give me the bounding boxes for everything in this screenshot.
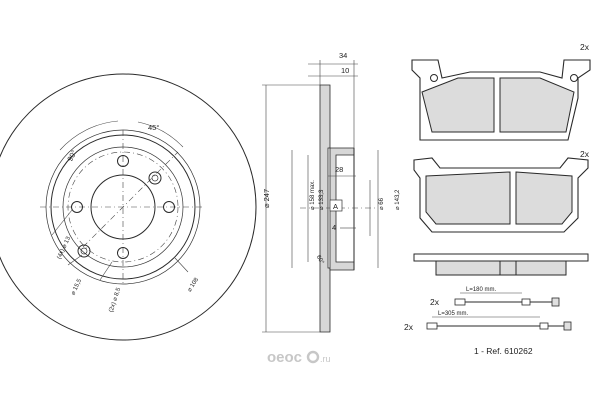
bolt-hole-bottom — [117, 247, 129, 259]
bolt-hole-top — [117, 155, 129, 167]
label-width-hub: 10 — [341, 66, 349, 75]
pad-top-friction-right — [499, 77, 575, 133]
label-width-total: 34 — [339, 51, 347, 60]
label-diameter-pcd: ⌀ 143,2 — [395, 189, 401, 210]
label-hole-dia: ⌀ 15,5 — [71, 278, 84, 297]
label-thickness-min: 4 — [332, 223, 336, 232]
wear-sensor-1: 2x L=180 mm. — [430, 287, 560, 307]
sensor2-clip — [539, 322, 549, 330]
locator-hole-lower-inner — [80, 247, 88, 255]
section-marker-box — [329, 199, 343, 212]
bolt-hole-left — [71, 201, 83, 213]
watermark-logo: oeoc .ru — [267, 349, 331, 366]
sensor2-plug — [426, 322, 438, 330]
brake-pad-bottom: 2x — [413, 149, 590, 233]
label-sensor2-length: L=305 mm. — [438, 311, 469, 317]
label-angle-45: 45° — [148, 123, 159, 132]
leader-outer-dia — [174, 257, 189, 273]
sensor2-tip — [563, 321, 572, 331]
wear-sensor-2: 2x L=305 mm. — [404, 311, 572, 332]
brake-pad-top: 2x — [411, 42, 591, 141]
disc-front-view: 45° 90° (4x) ⌀ 13 ⌀ 15,5 (2x) ⌀ 8,5 ⌀ 10… — [0, 73, 257, 341]
watermark-domain: .ru — [320, 354, 331, 364]
locator-hole-upper — [148, 171, 162, 185]
label-outer-dia: ⌀ 108 — [187, 276, 201, 293]
label-diameter-hat: ⌀ 133,3 — [319, 189, 325, 210]
leader-locator — [99, 261, 113, 281]
watermark-brand: oeoc — [267, 349, 302, 366]
bolt-hole-right — [163, 201, 175, 213]
pad-top-ear-left-hole — [430, 74, 438, 82]
disc-section-view: 34 10 28 ⌀ 247 ⌀ 158 max. ⌀ 133,3 ⌀ 66 ⌀… — [262, 51, 401, 333]
pad-bottom-friction-left — [425, 171, 511, 225]
label-sensor1-length: L=180 mm. — [466, 287, 497, 293]
pad-top-friction-left — [421, 77, 495, 133]
label-reference: 1 - Ref. 610262 — [474, 346, 533, 356]
sensor1-plug — [454, 298, 466, 306]
sensor1-clip — [521, 298, 531, 306]
label-hub-depth: 28 — [335, 165, 343, 174]
brake-pad-side-view — [413, 253, 589, 276]
label-angle-90: 90° — [65, 149, 78, 163]
leader-hole-dia — [67, 254, 83, 266]
label-pad-top-qty: 2x — [580, 42, 590, 52]
pad-side-friction-block — [435, 260, 567, 276]
label-diameter-center: ⌀ 66 — [379, 197, 385, 210]
watermark-ring-icon — [306, 350, 320, 364]
label-diameter-outer: ⌀ 247 — [262, 189, 271, 208]
pad-bottom-friction-right — [515, 171, 573, 225]
locator-hole-upper-inner — [151, 174, 159, 182]
pad-side-backing-plate — [413, 253, 589, 262]
label-pad-bottom-qty: 2x — [580, 149, 590, 159]
centerline-diagonal-45 — [82, 151, 179, 248]
label-bolt-circle-b: (2x) ⌀ 8,5 — [109, 286, 123, 313]
angle-arc-90 — [59, 120, 119, 151]
sensor1-tip — [551, 297, 560, 307]
label-section-angle: 60° — [315, 255, 325, 266]
label-section-marker: A — [333, 202, 338, 211]
pad-top-ear-right-hole — [570, 74, 578, 82]
disc-outer-edge — [0, 73, 257, 341]
label-sensor2-qty: 2x — [404, 322, 414, 332]
locator-hole-lower — [77, 244, 91, 258]
label-diameter-friction: ⌀ 158 max. — [310, 180, 316, 210]
label-sensor1-qty: 2x — [430, 297, 440, 307]
leader-bolt-circle — [51, 209, 73, 236]
section-friction-ring — [319, 84, 331, 333]
angle-arc-45 — [137, 121, 184, 148]
